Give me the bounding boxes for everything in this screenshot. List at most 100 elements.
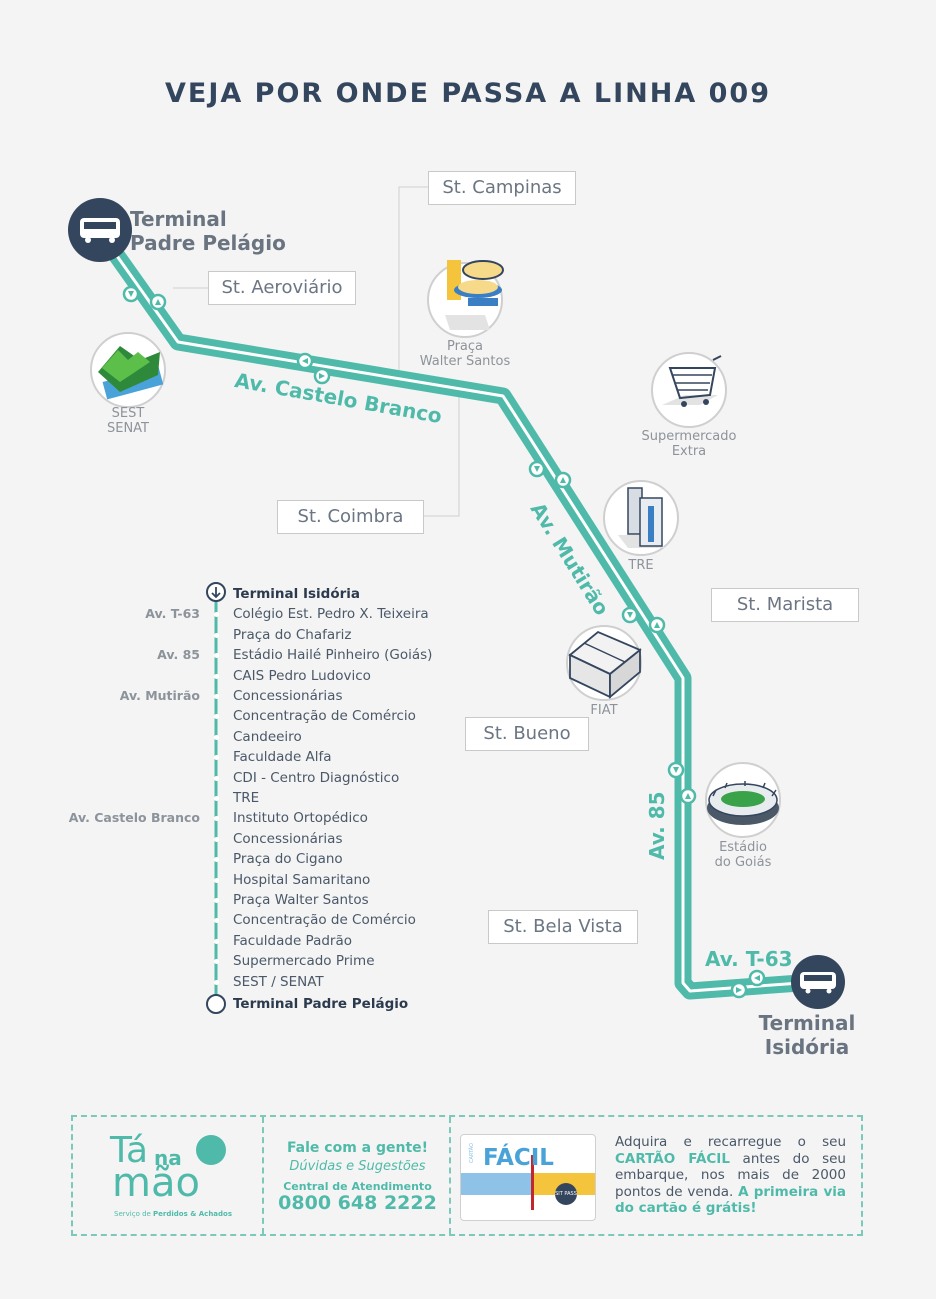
landmark-tre-line1: TRE [628,558,654,573]
stop-name: Faculdade Padrão [233,932,352,949]
landmark-super-label: Supermercado Extra [624,429,754,459]
sector-marista: St. Marista [711,588,859,622]
landmark-estadio-line2: do Goiás [714,855,772,870]
arrow-heads [128,291,760,993]
sector-campinas: St. Campinas [428,171,576,205]
stop-item: Praça Walter Santos [60,890,460,910]
stop-dot [214,918,219,924]
landmark-tre-label: TRE [611,558,671,573]
stop-item: CAIS Pedro Ludovico [60,666,460,686]
terminal-end-label: Terminal Isidória [752,1011,862,1059]
bus-icon [68,198,132,262]
stop-dot [214,694,219,699]
tanamao-logo: Tá na mão Serviço de Perdidos & Achados [110,1130,250,1220]
cartao-facil-card: CARTÃO FÁCIL SIT PASS [460,1134,596,1221]
stop-name: TRE [233,790,260,806]
stadium-icon [705,762,781,838]
stop-item: Faculdade Padrão [60,931,460,951]
stop-name: SEST / SENAT [233,973,324,990]
footer-panel [71,1115,863,1236]
contact-heading: Fale com a gente! [286,1140,429,1156]
stop-item: Hospital Samaritano [60,870,460,890]
stop-dot [214,612,219,618]
stop-name: CAIS Pedro Ludovico [233,667,371,684]
stop-dot [214,796,219,801]
stop-dot [214,816,219,822]
footer-divider [449,1117,451,1234]
stop-item: SEST / SENAT [60,972,460,992]
stop-item: CDI - Centro Diagnóstico [60,768,460,788]
landmark-super-line2: Extra [671,444,707,459]
stop-name: Concentração de Comércio [233,912,416,929]
stop-dot [214,836,219,842]
stop-name: Concessionárias [233,830,343,847]
stop-item: Candeeiro [60,727,460,747]
logo-tagline-pre: Serviço de [114,1210,154,1218]
card-promo-text: Adquira e recarregue o seu CARTÃO FÁCIL … [615,1134,846,1217]
stop-dot [214,755,219,761]
stop-name: Candeeiro [233,728,302,745]
logo-mao: mão [112,1160,200,1206]
stop-name: Concessionárias [233,688,343,704]
street-85: Av. 85 [645,791,669,860]
terminal-start-label: Terminal Padre Pelágio [130,207,286,255]
leader-line [398,186,430,370]
stop-name: Hospital Samaritano [233,871,371,888]
bus-icon [791,955,845,1009]
logo-ta: Tá [110,1130,149,1171]
stop-name: Colégio Est. Pedro X. Teixeira [233,606,429,623]
stop-item: TRE [60,788,460,808]
building-icon [603,480,679,556]
stop-item: Concessionárias [60,829,460,849]
stop-name: Praça do Chafariz [233,626,352,643]
stop-dot [214,877,219,883]
stop-dot [214,632,219,638]
shopping-cart-icon [651,352,727,428]
stop-dot [214,979,219,985]
card-red-bar [531,1155,534,1210]
stop-item: Terminal Isidória [60,584,460,604]
cardtext-pre: Adquira e recarregue o seu [615,1134,846,1150]
stop-item: Faculdade Alfa [60,747,460,767]
stop-item: Concentração de Comércio [60,910,460,930]
terminal-start-line2: Padre Pelágio [130,231,286,255]
logo-tagline-bold: Perdidos & Achados [153,1210,233,1218]
card-small-text: CARTÃO [469,1143,475,1163]
landmark-sest-line1: SEST [111,406,145,421]
stop-dot [214,653,219,659]
landmark-praca-line2: Walter Santos [419,354,511,369]
cardtext-mid: antes do seu embarque, nos mais de 2000 … [615,1150,846,1200]
sector-aeroviario: St. Aeroviário [208,271,356,305]
stop-name: Estádio Hailé Pinheiro (Goiás) [233,647,433,664]
stop-street: Av. Castelo Branco [68,810,200,826]
page-title: VEJA POR ONDE PASSA A LINHA 009 [165,78,771,109]
stop-dot [214,959,219,965]
landmark-fiat-label: FIAT [574,703,634,718]
stop-dot [214,734,219,740]
street-t63: Av. T-63 [705,947,793,971]
stop-dot [214,673,219,679]
logo-mug-icon [196,1135,226,1165]
contact-phone[interactable]: 0800 648 2222 [278,1192,437,1214]
stops-line [206,582,226,1014]
stop-name: Concentração de Comércio [233,708,416,725]
stop-name: Faculdade Alfa [233,749,332,766]
contact-sub: Dúvidas e Sugestões [289,1159,426,1174]
landmark-estadio-label: Estádio do Goiás [693,840,793,870]
landmark-sest-label: SEST SENAT [88,406,168,436]
stop-item: Supermercado Prime [60,951,460,971]
card-brand: FÁCIL [483,1145,554,1171]
card-blue-stripe [461,1173,531,1195]
terminal-end-line1: Terminal [758,1011,856,1035]
warehouse-icon [566,625,642,701]
stop-name: Praça do Cigano [233,851,343,868]
stop-item: Praça do Cigano [60,849,460,869]
terminal-start-line1: Terminal [130,207,227,231]
stop-name: Supermercado Prime [233,953,375,970]
stop-dot [214,938,219,944]
stop-name: Praça Walter Santos [233,892,369,908]
card-badge: SIT PASS [555,1183,577,1205]
